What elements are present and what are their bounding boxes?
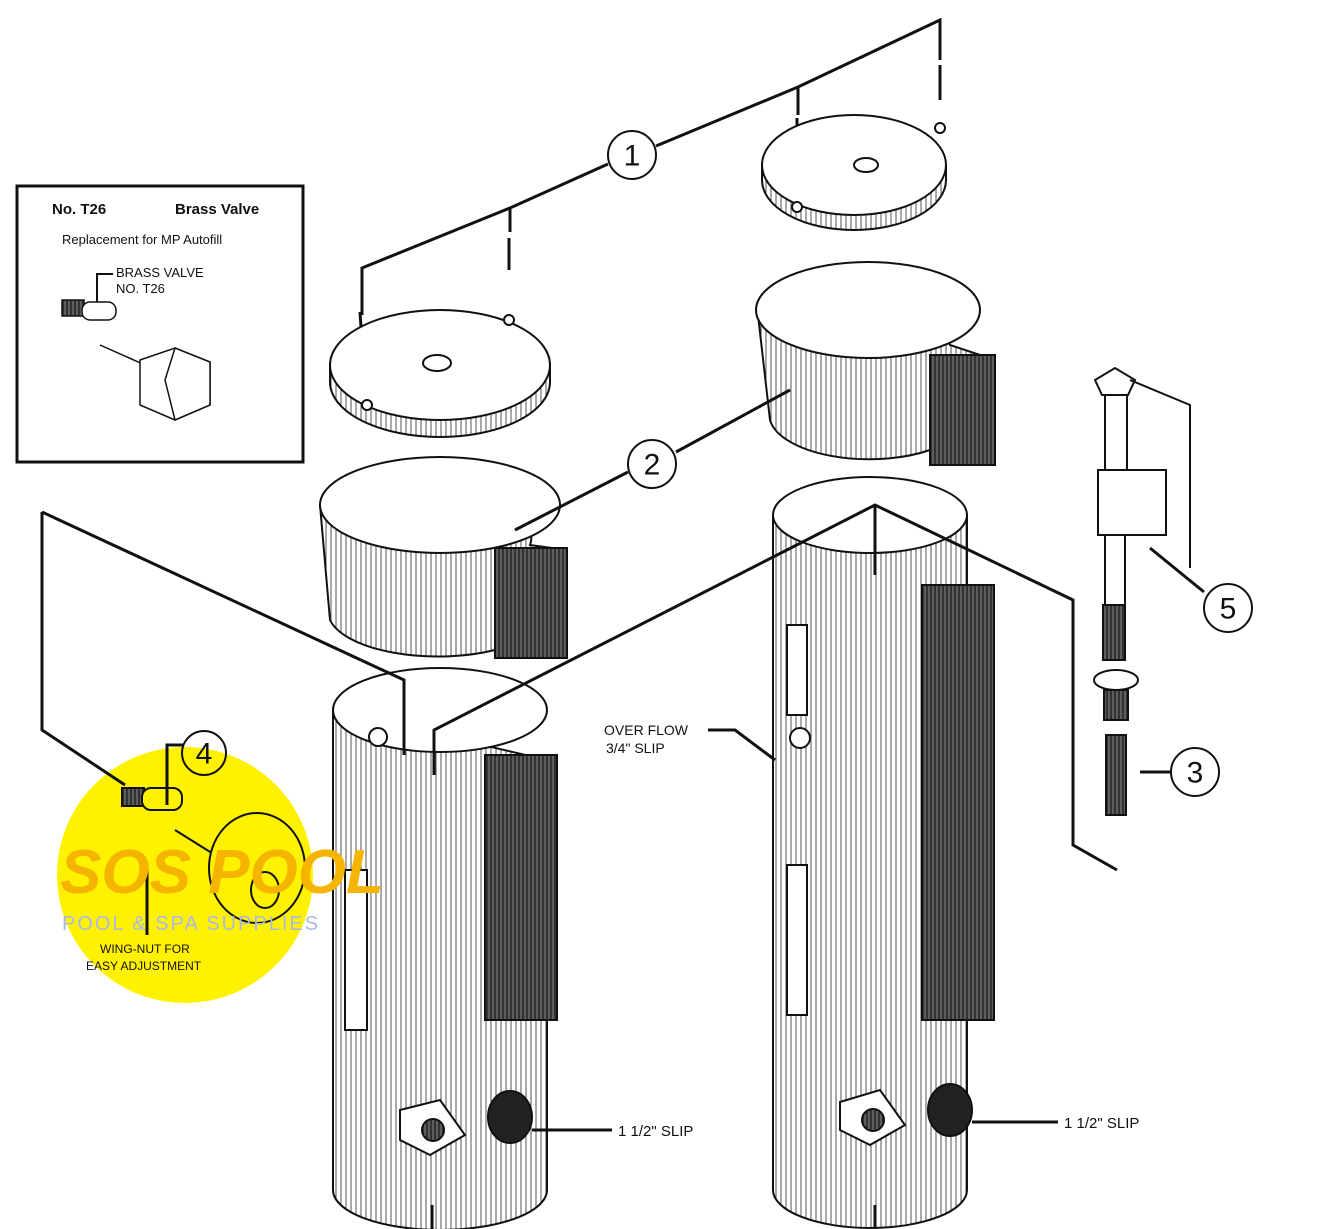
assembly-lines: [40, 503, 1118, 1229]
callout-5: 5: [1203, 583, 1253, 633]
left-basket: [318, 456, 568, 659]
right-tank: [772, 476, 995, 1229]
svg-text:3: 3: [1187, 757, 1204, 790]
left-lid: [329, 309, 551, 438]
wingnut-label-2: EASY ADJUSTMENT: [86, 959, 202, 973]
svg-text:2: 2: [644, 449, 661, 482]
overflow-label-1: OVER FLOW: [604, 722, 689, 738]
wingnut-label-1: WING-NUT FOR: [100, 942, 190, 956]
right-basket: [755, 261, 996, 466]
leader-lines-2: [514, 388, 791, 532]
watermark-brand: SOS POOL: [60, 838, 384, 907]
svg-text:4: 4: [196, 738, 213, 771]
highlight-circle: [57, 747, 313, 1003]
inset-subtitle: Replacement for MP Autofill: [62, 232, 222, 247]
callout-1: 1: [607, 130, 657, 180]
brass-valve-icon: [61, 299, 211, 422]
svg-text:1: 1: [624, 140, 641, 173]
fill-valve-assembly: [1093, 366, 1205, 816]
inset-brass-valve: No. T26 Brass Valve Replacement for MP A…: [15, 184, 305, 464]
callout-3: 3: [1170, 747, 1220, 797]
callout-4: 4: [181, 730, 227, 776]
watermark-tagline: POOL & SPA SUPPLIES: [62, 913, 320, 935]
slip-left-label: 1 1/2" SLIP: [618, 1123, 693, 1140]
inset-part-name: Brass Valve: [175, 201, 259, 218]
inset-part-no: No. T26: [52, 201, 106, 218]
inset-label-2: NO. T26: [116, 281, 165, 296]
svg-text:5: 5: [1220, 593, 1237, 626]
inset-label-1: BRASS VALVE: [116, 265, 204, 280]
right-lid: [761, 114, 947, 231]
callout-2: 2: [627, 439, 677, 489]
left-tank: [332, 667, 558, 1229]
float-valve-4: [121, 743, 306, 935]
slip-right-label: 1 1/2" SLIP: [1064, 1115, 1139, 1132]
leader-lines-1: [360, 17, 942, 315]
overflow-label-2: 3/4" SLIP: [606, 740, 665, 756]
overflow-leader: [708, 728, 776, 762]
